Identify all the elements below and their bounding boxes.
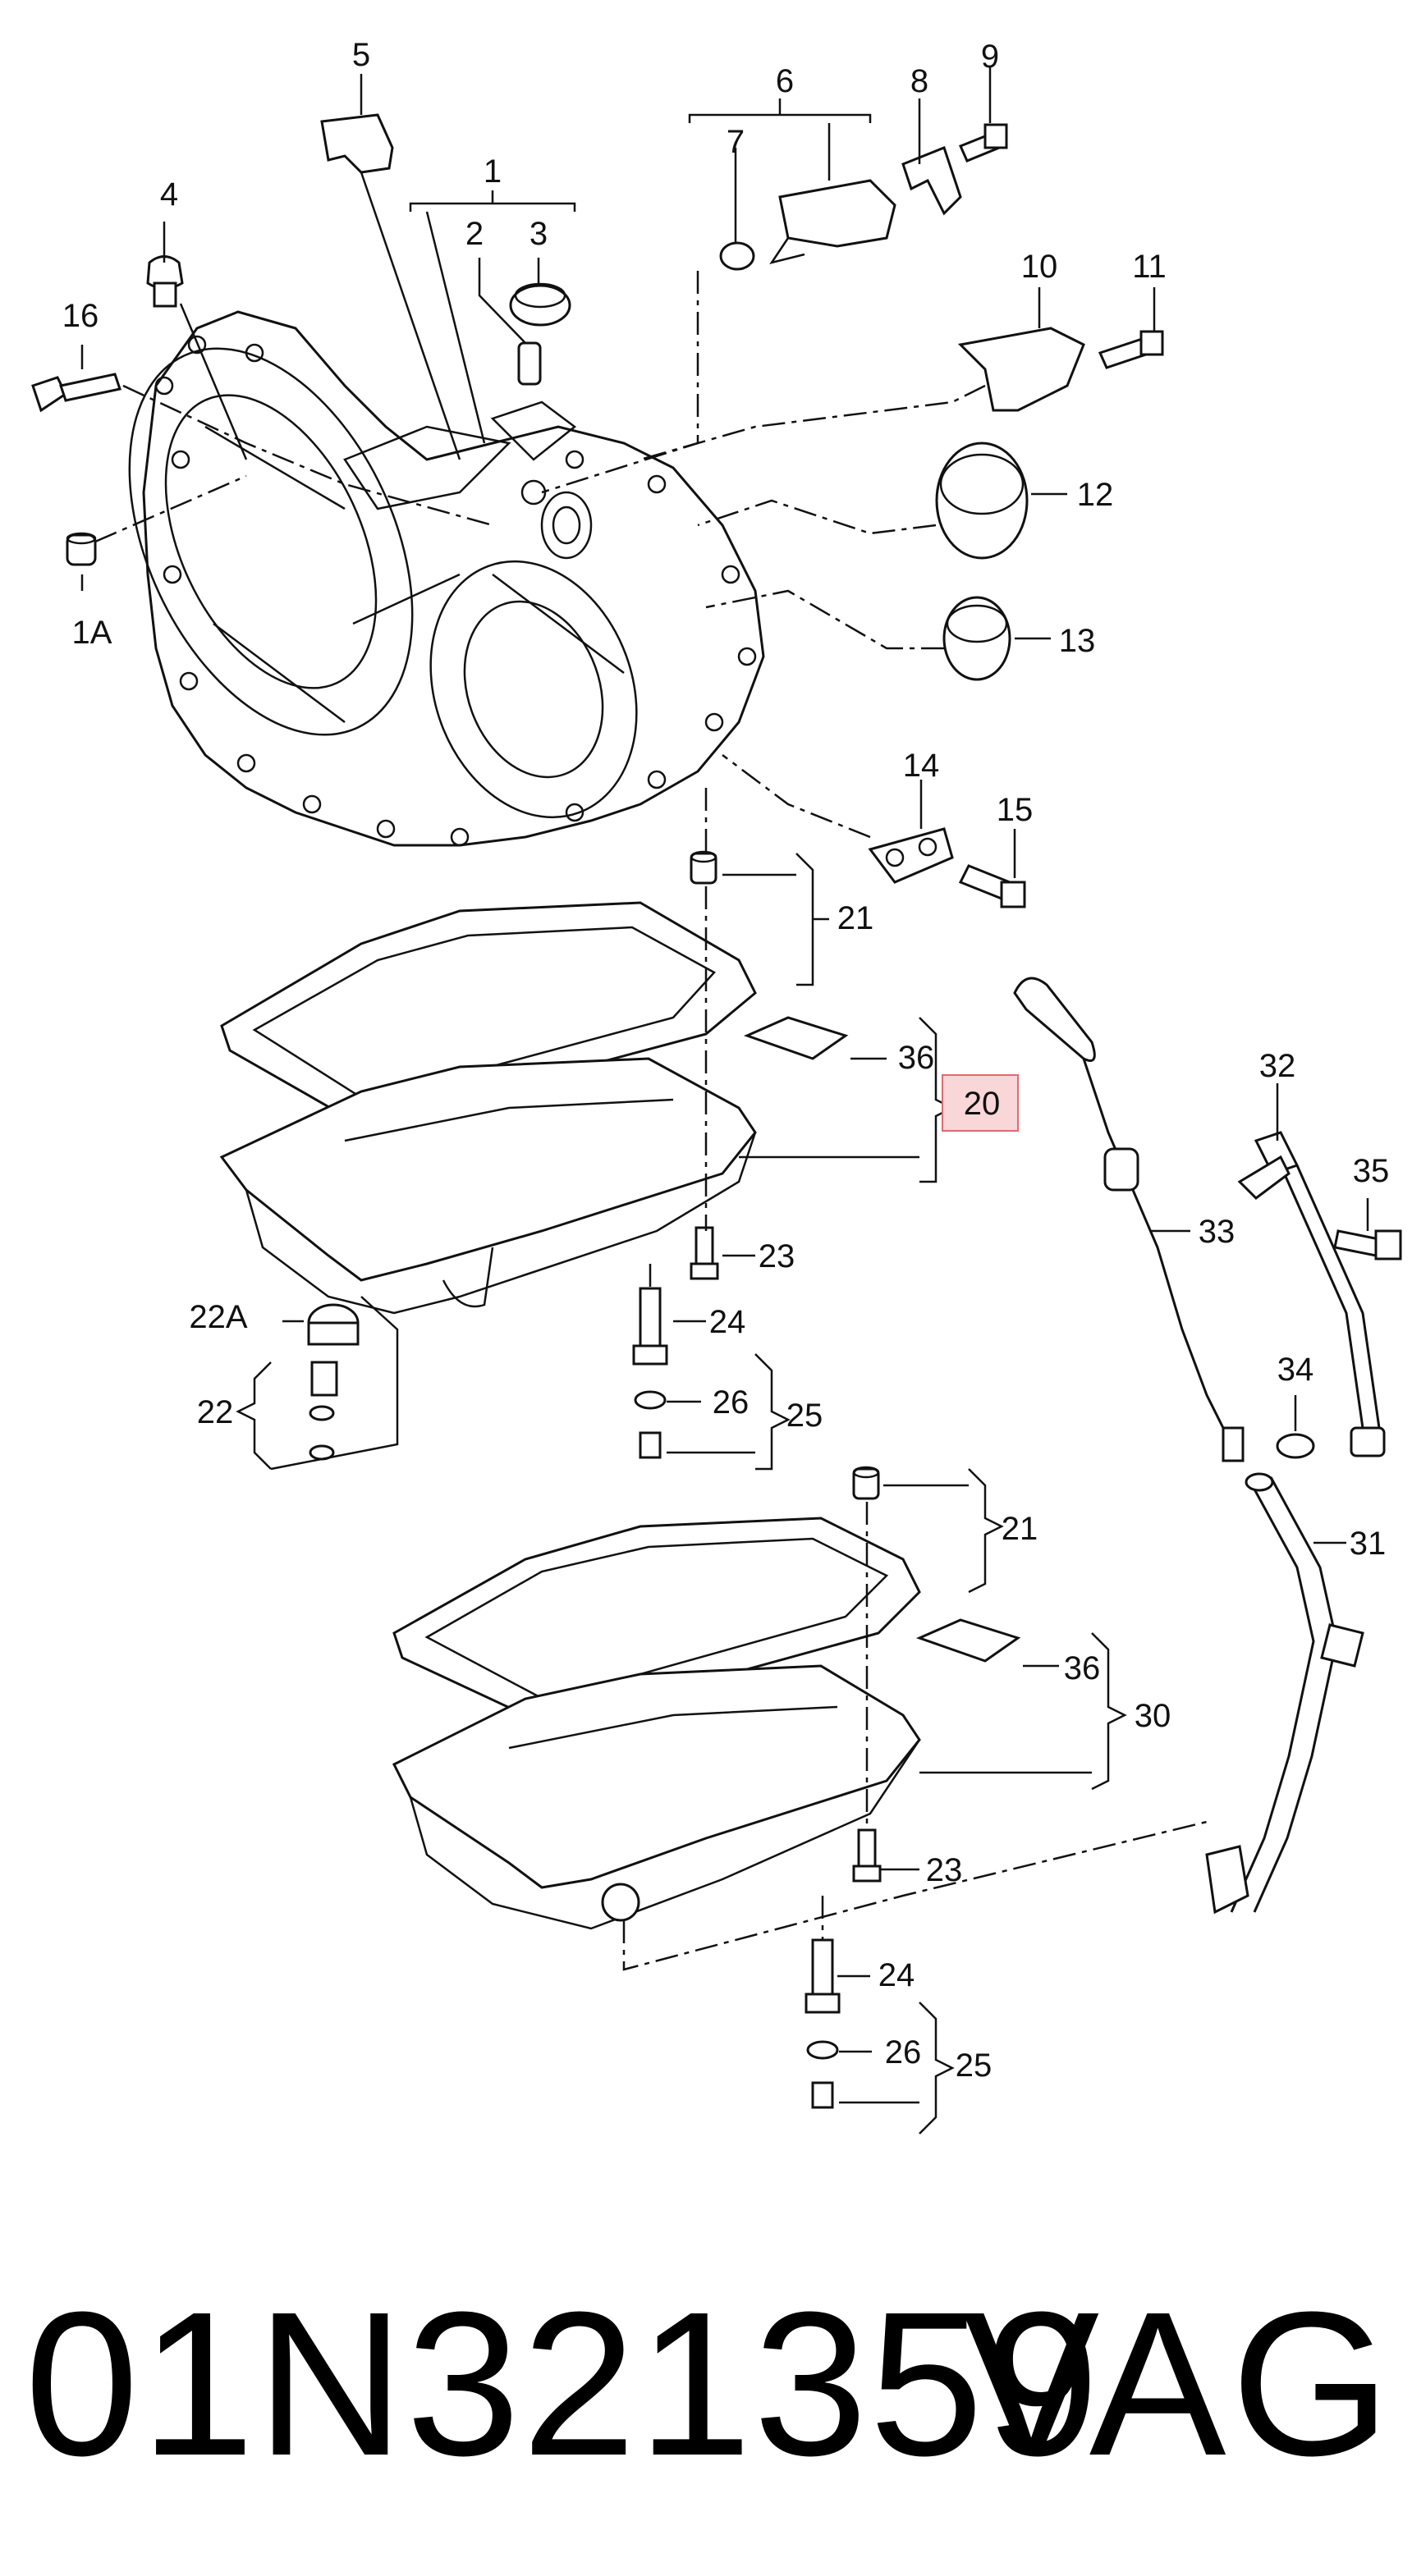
- callout-33: 33: [1199, 1214, 1236, 1250]
- footer-caption: 01N321359 VAG: [25, 2249, 1396, 2519]
- plug-4: [146, 255, 184, 308]
- stud-24-upper: [632, 1287, 668, 1366]
- callout-24-lower: 24: [878, 1957, 915, 1993]
- callout-34: 34: [1277, 1352, 1314, 1388]
- dowel-pin-1A: [66, 532, 97, 566]
- callout-3: 3: [530, 216, 548, 252]
- callout-22A: 22A: [189, 1299, 247, 1335]
- seal-26-upper: [634, 1390, 667, 1410]
- callout-21-upper: 21: [837, 900, 874, 936]
- cover-12: [935, 442, 1029, 560]
- callout-11: 11: [1132, 249, 1167, 285]
- bush-2: [517, 341, 542, 386]
- callout-7: 7: [727, 124, 745, 160]
- callout-21-lower: 21: [1002, 1511, 1038, 1547]
- cover-10: [957, 327, 1085, 412]
- callout-12: 12: [1077, 477, 1114, 513]
- callout-20: 20: [964, 1086, 1001, 1122]
- callout-24-upper: 24: [709, 1304, 746, 1340]
- callout-2: 2: [465, 216, 484, 252]
- mount-21-lower: [852, 1466, 880, 1500]
- dipstick-33: [1013, 977, 1245, 1462]
- stud-24-lower: [805, 1938, 841, 2014]
- exploded-parts-diagram: 5 6 8 9 1 7 4 2 3 10 11 16 12 1A 13 14 1…: [31, 37, 1402, 2134]
- callout-32: 32: [1259, 1048, 1296, 1084]
- leader-lines: [80, 66, 1369, 2134]
- guide-tube-31: [1205, 1472, 1364, 1915]
- guide-tube-32: [1237, 1131, 1386, 1457]
- callout-22: 22: [197, 1394, 234, 1430]
- callout-14: 14: [903, 748, 940, 784]
- part-number: 01N321359: [25, 2269, 1101, 2498]
- filter-36-lower: [915, 1618, 1021, 1663]
- callout-15: 15: [997, 792, 1034, 828]
- callout-13: 13: [1059, 623, 1096, 659]
- callout-1A: 1A: [72, 615, 112, 651]
- callout-1: 1: [484, 153, 502, 190]
- oil-pan-lower: [392, 1664, 921, 1930]
- callout-26-upper: 26: [713, 1384, 750, 1421]
- highlight-box-20: [942, 1074, 1019, 1132]
- bolt-11: [1098, 330, 1164, 369]
- bolt-23-upper: [690, 1226, 719, 1280]
- cap-22A: [307, 1303, 360, 1346]
- callout-36-upper: 36: [898, 1040, 935, 1076]
- bolt-23-lower: [852, 1828, 882, 1883]
- seal-26-lower: [806, 2040, 839, 2060]
- plug-3: [509, 282, 571, 327]
- oil-pan-upper: [219, 1057, 757, 1315]
- callout-10: 10: [1021, 249, 1058, 285]
- callout-4: 4: [160, 176, 178, 213]
- bolt-15: [958, 864, 1026, 908]
- plug-25-lower: [811, 2081, 834, 2109]
- callout-36-lower: 36: [1064, 1650, 1101, 1686]
- callout-25-upper: 25: [786, 1398, 823, 1434]
- callout-26-lower: 26: [885, 2034, 922, 2070]
- filter-36-upper: [743, 1016, 849, 1060]
- sender-6: [769, 179, 896, 264]
- transmission-housing: [128, 310, 765, 847]
- plug-22: [309, 1361, 338, 1461]
- bracket-14: [868, 827, 954, 884]
- bolt-16: [31, 373, 121, 413]
- bolt-9: [958, 123, 1008, 162]
- callout-23-upper: 23: [759, 1238, 795, 1274]
- callout-6: 6: [776, 63, 794, 99]
- seal-ring-7: [719, 241, 755, 271]
- callout-30: 30: [1135, 1698, 1171, 1734]
- mount-21-upper: [690, 850, 717, 885]
- cap-5: [320, 113, 394, 174]
- callout-31: 31: [1350, 1526, 1387, 1562]
- bolt-35: [1333, 1229, 1402, 1261]
- callout-8: 8: [910, 63, 928, 99]
- brand-name: VAG: [962, 2269, 1396, 2498]
- callout-5: 5: [352, 37, 370, 73]
- plug-25-upper: [639, 1431, 662, 1459]
- bracket-8: [901, 146, 962, 216]
- callout-9: 9: [981, 39, 999, 75]
- seal-34: [1276, 1433, 1315, 1459]
- callout-35: 35: [1353, 1153, 1390, 1189]
- callout-16: 16: [62, 298, 99, 334]
- callout-23-lower: 23: [926, 1852, 963, 1888]
- seal-13: [942, 596, 1011, 681]
- callout-25-lower: 25: [956, 2048, 993, 2084]
